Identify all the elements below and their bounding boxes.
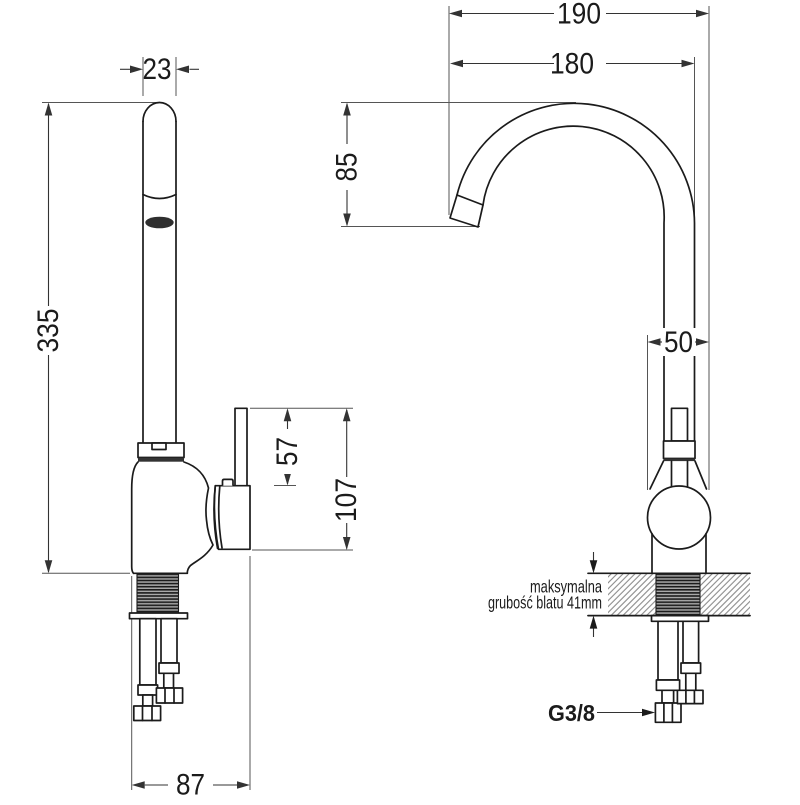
front-view-extension-lines [341,6,710,490]
dim-335-label: 335 [32,309,65,353]
supply-hose-short-front [682,620,700,664]
faucet-side-body [130,101,251,575]
dim-85-label: 85 [331,153,364,182]
dim-50: 50 [647,326,709,359]
hose-joint [137,684,159,696]
side-view-extension-lines [42,57,353,790]
hose-joint [655,679,681,692]
g38-label: G3/8 [548,700,595,726]
collar-notch [151,442,167,451]
dim-190-label: 190 [557,0,601,30]
hinge-shadow-band [663,458,695,462]
faucet-front-body [646,407,712,574]
spout-cap-dome [142,101,177,123]
dim-87: 87 [131,769,250,802]
dim-107: 107 [330,408,363,550]
body-taper-right [694,460,708,490]
hose-nut [155,687,184,704]
spout-tip-face [449,194,484,228]
dim-23-label: 23 [143,53,172,86]
mounting-flange-front [650,614,710,623]
countertop-hatch-right [700,573,750,616]
valve-body-circle [646,485,712,550]
mounting-thread-stem-front [655,572,701,617]
hose-tube [684,672,697,692]
hose-nut [676,689,704,705]
spout-bend-silhouette [142,193,177,200]
handle-bump [221,478,234,486]
dim-107-label: 107 [330,478,363,522]
aerator-outlet [145,216,174,229]
body-taper-left [649,460,665,490]
mounting-thread-stem [136,572,180,614]
handle-cap-outer [213,484,219,550]
dim-57: 57 [271,408,304,486]
countertop-section [587,572,751,617]
gooseneck-spout [449,102,696,442]
hose-joint [158,662,180,675]
hose-joint [680,662,702,675]
dim-87-label: 87 [176,769,205,801]
dim-190: 190 [449,0,709,30]
front-view: 190 180 85 50 [331,0,751,726]
countertop-hatch-left [608,573,656,616]
countertop-note-line2: grubość blatu 41mm [488,593,602,613]
collar-shadow-band [138,457,184,462]
front-view-mounting [650,614,710,724]
hose-tube [661,689,675,704]
mounting-flange [128,612,189,620]
spout-inner-curve [482,125,666,442]
hose-tube [162,672,175,689]
hose-nut [132,705,162,722]
side-view-mounting [128,572,189,722]
dim-85: 85 [331,102,364,227]
supply-hose-short [160,617,178,664]
dim-180-label: 180 [550,47,594,80]
body-right-outline [183,461,214,575]
countertop-thickness-callout: maksymalna grubość blatu 41mm [488,552,602,637]
thread-size-callout: G3/8 [548,700,655,726]
supply-hose-long [138,617,157,686]
dim-180: 180 [450,47,695,80]
handle-lever-front [670,407,689,442]
dim-23: 23 [120,53,199,86]
supply-hose-long-front [657,620,679,681]
dim-57-label: 57 [271,437,304,466]
spout-outer-curve [456,102,696,442]
handle-cap-inner [217,485,223,549]
handle-lever-side [234,407,248,487]
dim-335: 335 [32,102,65,574]
hose-nut [654,702,682,724]
lever-hinge-block [662,440,696,460]
dim-50-label: 50 [664,326,693,359]
hose-tube [141,694,154,707]
countertop-note-line1: maksymalna [530,577,602,597]
body-left-outline [130,461,139,575]
side-view: 23 335 57 107 [32,53,363,802]
